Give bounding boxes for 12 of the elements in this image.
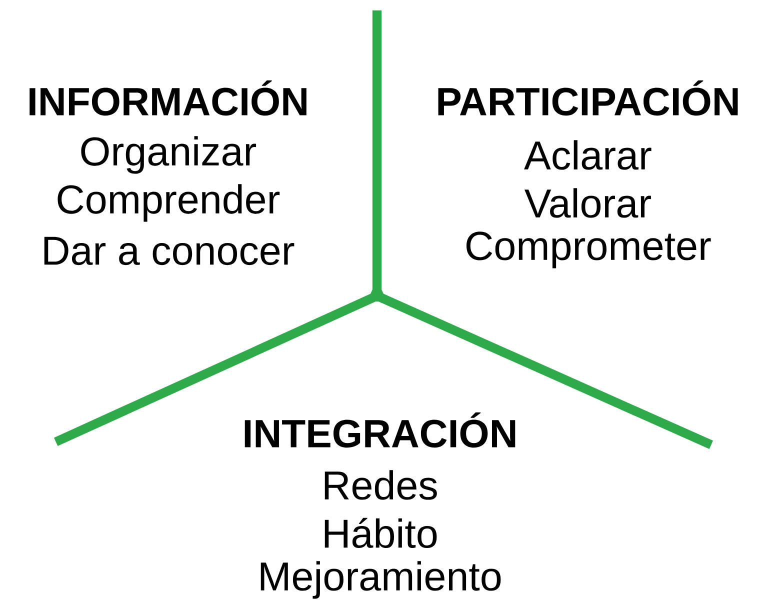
list-item: Dar a conocer bbox=[44, 236, 294, 266]
list-item: Valorar bbox=[524, 188, 651, 218]
list-item: Comprometer bbox=[466, 232, 711, 268]
list-item: Organizar bbox=[81, 136, 256, 174]
section-heading: INTEGRACIÓN bbox=[244, 412, 516, 448]
section-heading: PARTICIPACIÓN bbox=[438, 80, 738, 116]
list-item: Aclarar bbox=[524, 140, 652, 170]
list-item: Comprender bbox=[58, 184, 280, 222]
list-item: Redes bbox=[324, 470, 437, 500]
section-heading: INFORMACIÓN bbox=[30, 80, 306, 116]
list-item: Mejoramiento bbox=[260, 561, 501, 599]
list-item: Hábito bbox=[324, 518, 437, 548]
